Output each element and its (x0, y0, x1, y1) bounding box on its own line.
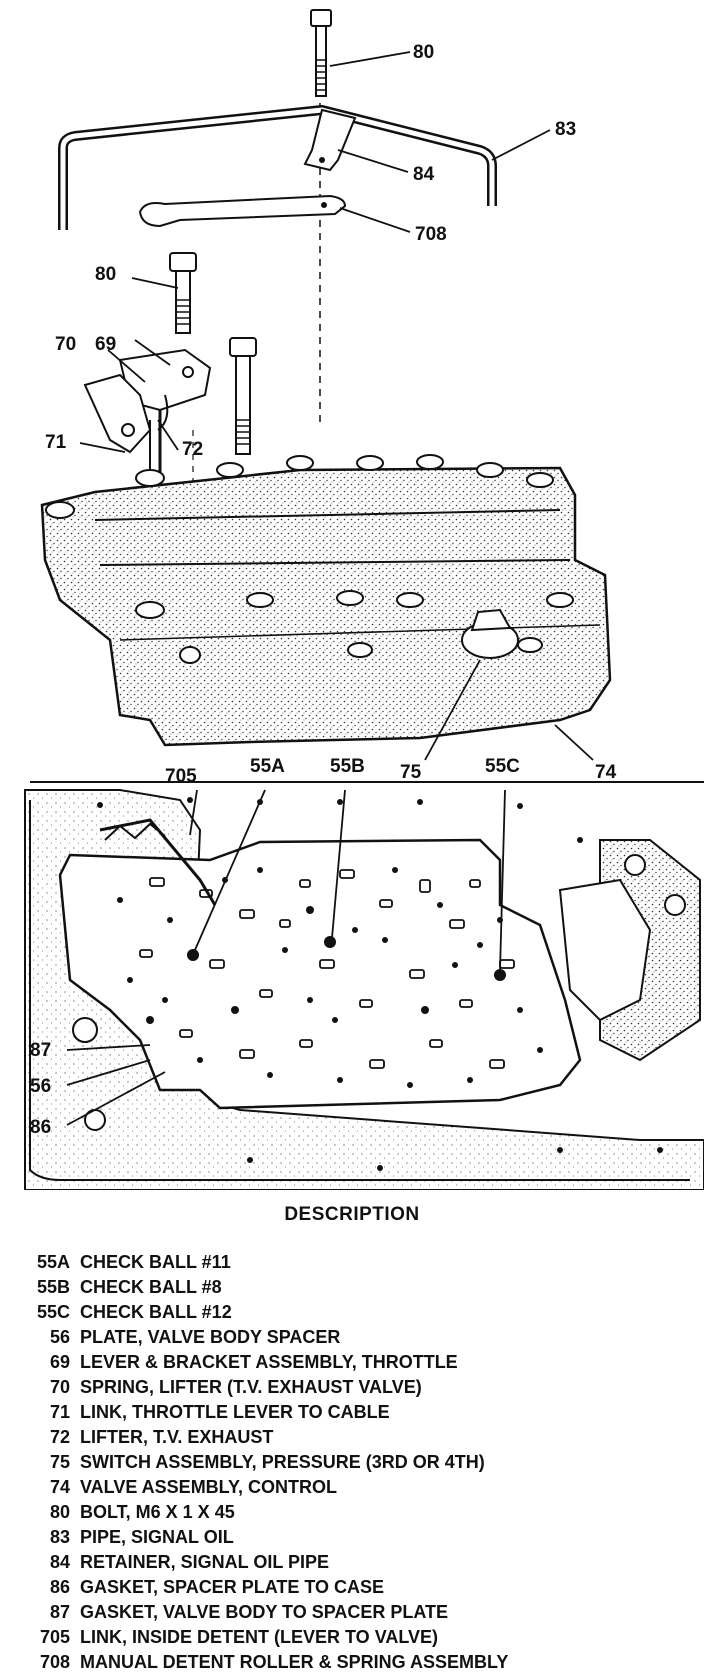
legend-description: SWITCH ASSEMBLY, PRESSURE (3RD OR 4TH) (80, 1452, 485, 1472)
callout-55a: 55A (250, 756, 285, 777)
check-ball-55b (324, 936, 336, 948)
callout-72: 72 (182, 439, 203, 460)
legend-code: 708 (39, 1652, 70, 1672)
legend-list: 55A CHECK BALL #11 55B CHECK BALL #8 55C CHEC… (18, 1250, 508, 1675)
legend-item: 86 GASKET, SPACER PLATE TO CASE (18, 1575, 508, 1600)
legend-description: PLATE, VALVE BODY SPACER (80, 1327, 341, 1347)
callout-69: 69 (95, 334, 116, 355)
legend-title: DESCRIPTION (284, 1204, 420, 1225)
legend-item: 708 MANUAL DETENT ROLLER & SPRING ASSEMBL… (18, 1650, 508, 1675)
callout-86: 86 (30, 1117, 51, 1138)
legend-description: GASKET, SPACER PLATE TO CASE (80, 1577, 385, 1597)
legend-description: LINK, INSIDE DETENT (LEVER TO VALVE) (80, 1627, 439, 1647)
callout-705: 705 (165, 766, 197, 787)
legend-code: 84 (49, 1552, 70, 1572)
callout-70: 70 (55, 334, 76, 355)
throttle-lever-bracket (83, 348, 212, 535)
callout-84: 84 (413, 164, 435, 185)
legend-item: 55A CHECK BALL #11 (18, 1250, 508, 1275)
legend-description: LEVER & BRACKET ASSEMBLY, THROTTLE (80, 1352, 458, 1372)
retainer-84 (303, 108, 357, 172)
legend-code: 705 (39, 1627, 70, 1647)
callout-83: 83 (555, 119, 576, 140)
inside-detent-link-705 (99, 818, 217, 906)
legend-item: 75 SWITCH ASSEMBLY, PRESSURE (3RD OR 4TH) (18, 1450, 508, 1475)
legend-description: LIFTER, T.V. EXHAUST (80, 1427, 274, 1447)
bolt-80-mid (169, 252, 197, 334)
legend-code: 74 (49, 1477, 70, 1497)
callout-75: 75 (400, 762, 422, 783)
legend: DESCRIPTION 55A CHECK BALL #11 55B CHECK BA… (0, 1190, 704, 1674)
callout-56: 56 (30, 1076, 51, 1097)
legend-code: 72 (49, 1427, 70, 1447)
legend-description: LINK, THROTTLE LEVER TO CABLE (80, 1402, 390, 1422)
legend-item: 80 BOLT, M6 X 1 X 45 (18, 1500, 508, 1525)
legend-code: 71 (49, 1402, 70, 1422)
legend-item: 55B CHECK BALL #8 (18, 1275, 508, 1300)
legend-item: 71 LINK, THROTTLE LEVER TO CABLE (18, 1400, 508, 1425)
check-ball-55c (494, 969, 506, 981)
callout-708: 708 (415, 224, 447, 245)
legend-description: CHECK BALL #8 (80, 1277, 222, 1297)
callout-74: 74 (595, 762, 617, 783)
leader-lines (66, 51, 594, 1126)
legend-description: SPRING, LIFTER (T.V. EXHAUST VALVE) (80, 1377, 422, 1397)
detent-roller-708 (138, 194, 347, 228)
legend-item: 74 VALVE ASSEMBLY, CONTROL (18, 1475, 508, 1500)
check-ball-55a (187, 949, 199, 961)
legend-item: 72 LIFTER, T.V. EXHAUST (18, 1425, 508, 1450)
legend-item: 69 LEVER & BRACKET ASSEMBLY, THROTTLE (18, 1350, 508, 1375)
legend-code: 56 (49, 1327, 70, 1347)
pressure-switch-75 (461, 608, 519, 659)
legend-description: CHECK BALL #11 (80, 1252, 231, 1272)
legend-description: CHECK BALL #12 (80, 1302, 232, 1322)
legend-description: GASKET, VALVE BODY TO SPACER PLATE (80, 1602, 449, 1622)
callout-80-mid: 80 (95, 264, 116, 285)
callout-71: 71 (45, 432, 67, 453)
legend-code: 55B (36, 1277, 70, 1297)
exploded-view-diagram: 80 83 84 708 80 70 69 71 72 705 55A 55B … (24, 9, 704, 1190)
legend-item: 83 PIPE, SIGNAL OIL (18, 1525, 508, 1550)
legend-code: 69 (49, 1352, 70, 1372)
legend-description: VALVE ASSEMBLY, CONTROL (80, 1477, 338, 1497)
legend-item: 70 SPRING, LIFTER (T.V. EXHAUST VALVE) (18, 1375, 508, 1400)
legend-code: 87 (49, 1602, 70, 1622)
legend-code: 75 (49, 1452, 70, 1472)
legend-description: BOLT, M6 X 1 X 45 (80, 1502, 235, 1522)
legend-code: 55C (36, 1302, 70, 1322)
legend-item: 87 GASKET, VALVE BODY TO SPACER PLATE (18, 1600, 508, 1625)
callout-87: 87 (30, 1040, 51, 1061)
bolt-80-top (310, 9, 332, 97)
legend-code: 55A (36, 1252, 70, 1272)
legend-description: MANUAL DETENT ROLLER & SPRING ASSEMBLY (80, 1652, 509, 1672)
spacer-plate-56 (58, 818, 582, 1110)
callout-55c: 55C (485, 756, 520, 777)
legend-item: 56 PLATE, VALVE BODY SPACER (18, 1325, 508, 1350)
callout-80-top: 80 (413, 42, 434, 63)
legend-code: 83 (49, 1527, 70, 1547)
legend-item: 55C CHECK BALL #12 (18, 1300, 508, 1325)
legend-code: 86 (49, 1577, 70, 1597)
control-valve-assembly-74 (40, 454, 612, 747)
legend-code: 80 (49, 1502, 70, 1522)
legend-code: 70 (49, 1377, 70, 1397)
callout-55b: 55B (330, 756, 365, 777)
legend-item: 84 RETAINER, SIGNAL OIL PIPE (18, 1550, 508, 1575)
bolt-right (229, 337, 257, 455)
legend-description: PIPE, SIGNAL OIL (80, 1527, 234, 1547)
legend-description: RETAINER, SIGNAL OIL PIPE (80, 1552, 330, 1572)
legend-item: 705 LINK, INSIDE DETENT (LEVER TO VALVE) (18, 1625, 508, 1650)
